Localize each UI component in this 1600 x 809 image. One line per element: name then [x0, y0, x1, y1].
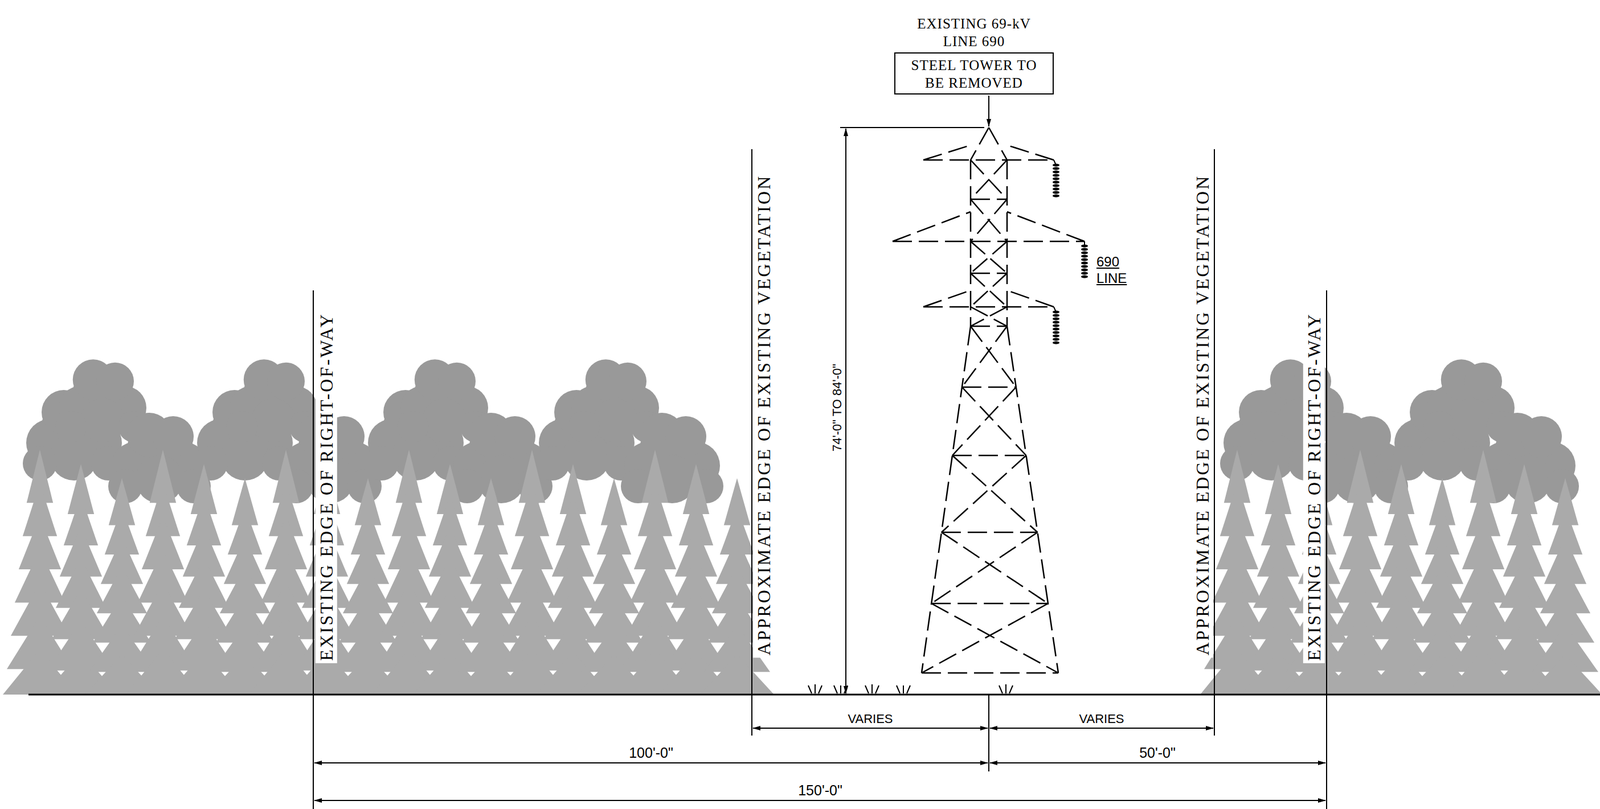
insulator-disc — [1052, 170, 1060, 174]
steel-tower — [892, 127, 1085, 674]
insulator-disc — [1052, 327, 1060, 331]
vegetation-edge-label: APPROXIMATE EDGE OF EXISTING VEGETATION — [753, 172, 775, 658]
tower-brace — [941, 455, 1038, 533]
insulator-disc — [1052, 330, 1060, 334]
row-edge-label: EXISTING EDGE OF RIGHT-OF-WAY — [315, 310, 338, 664]
conifer-tree — [1528, 478, 1600, 695]
dimension-label: 150'-0" — [795, 782, 845, 800]
insulator-disc — [1081, 247, 1088, 251]
dimension-lines — [314, 728, 1326, 801]
insulator-disc — [1052, 320, 1060, 324]
insulator-disc — [1081, 244, 1088, 248]
insulator-disc — [1052, 194, 1060, 198]
tower-brace — [962, 326, 1017, 388]
insulators — [1052, 160, 1088, 345]
insulator-disc — [1052, 163, 1060, 167]
insulator-disc — [1052, 190, 1060, 194]
insulator-disc — [1081, 275, 1088, 278]
callout-box: EXISTING 69-kV LINE 690STEEL TOWER TO BE… — [894, 52, 1054, 95]
tree-silhouettes — [2, 359, 1600, 695]
height-dimension: 74'-0" TO 84'-0" — [829, 361, 845, 454]
insulator-disc — [1052, 341, 1060, 345]
box-text: STEEL TOWER TO BE REMOVED — [908, 56, 1040, 92]
insulator-disc — [1052, 177, 1060, 180]
insulator-disc — [1052, 173, 1060, 177]
insulator-disc — [1052, 183, 1060, 187]
deciduous-tree — [620, 412, 724, 504]
dimension-label: VARIES — [845, 711, 895, 727]
insulator-disc — [1052, 310, 1060, 314]
insulator-disc — [1052, 313, 1060, 317]
insulator-disc — [1052, 180, 1060, 184]
row-edge-label: EXISTING EDGE OF RIGHT-OF-WAY — [1303, 310, 1325, 664]
tower-brace — [952, 387, 1027, 456]
insulator-disc — [1081, 264, 1088, 268]
leader-arrow — [988, 95, 990, 127]
vegetation-edge-label: APPROXIMATE EDGE OF EXISTING VEGETATION — [1191, 172, 1214, 658]
tower-brace — [921, 603, 1059, 674]
insulator-disc — [1081, 251, 1088, 255]
insulator-disc — [1052, 324, 1060, 327]
insulator-disc — [1081, 258, 1088, 261]
grass-tufts — [808, 684, 1013, 694]
tower-brace — [931, 532, 1049, 604]
dimension-label: 100'-0" — [626, 744, 676, 762]
tower-strut — [931, 603, 1049, 605]
height-dimension — [840, 127, 985, 694]
tower-bracing — [921, 326, 1059, 674]
insulator-disc — [1081, 271, 1088, 275]
insulator-disc — [1052, 187, 1060, 191]
insulator-disc — [1052, 337, 1060, 341]
insulator-disc — [1081, 268, 1088, 272]
tower-strut — [962, 386, 1017, 389]
edge-lines — [313, 149, 1327, 809]
insulator-disc — [1081, 254, 1088, 258]
dimension-label: VARIES — [1076, 711, 1127, 727]
line-heading: EXISTING 69-kV LINE 690 — [917, 14, 1031, 51]
insulator-disc — [1052, 166, 1060, 170]
tower-strut — [941, 532, 1038, 534]
ground-line — [28, 694, 1600, 697]
dimension-label: 50'-0" — [1136, 744, 1178, 762]
insulator-disc — [1081, 261, 1088, 265]
line-label: 690 LINE — [1096, 254, 1137, 288]
tower-strut — [952, 455, 1027, 457]
insulator-disc — [1052, 317, 1060, 321]
insulator-disc — [1052, 334, 1060, 338]
